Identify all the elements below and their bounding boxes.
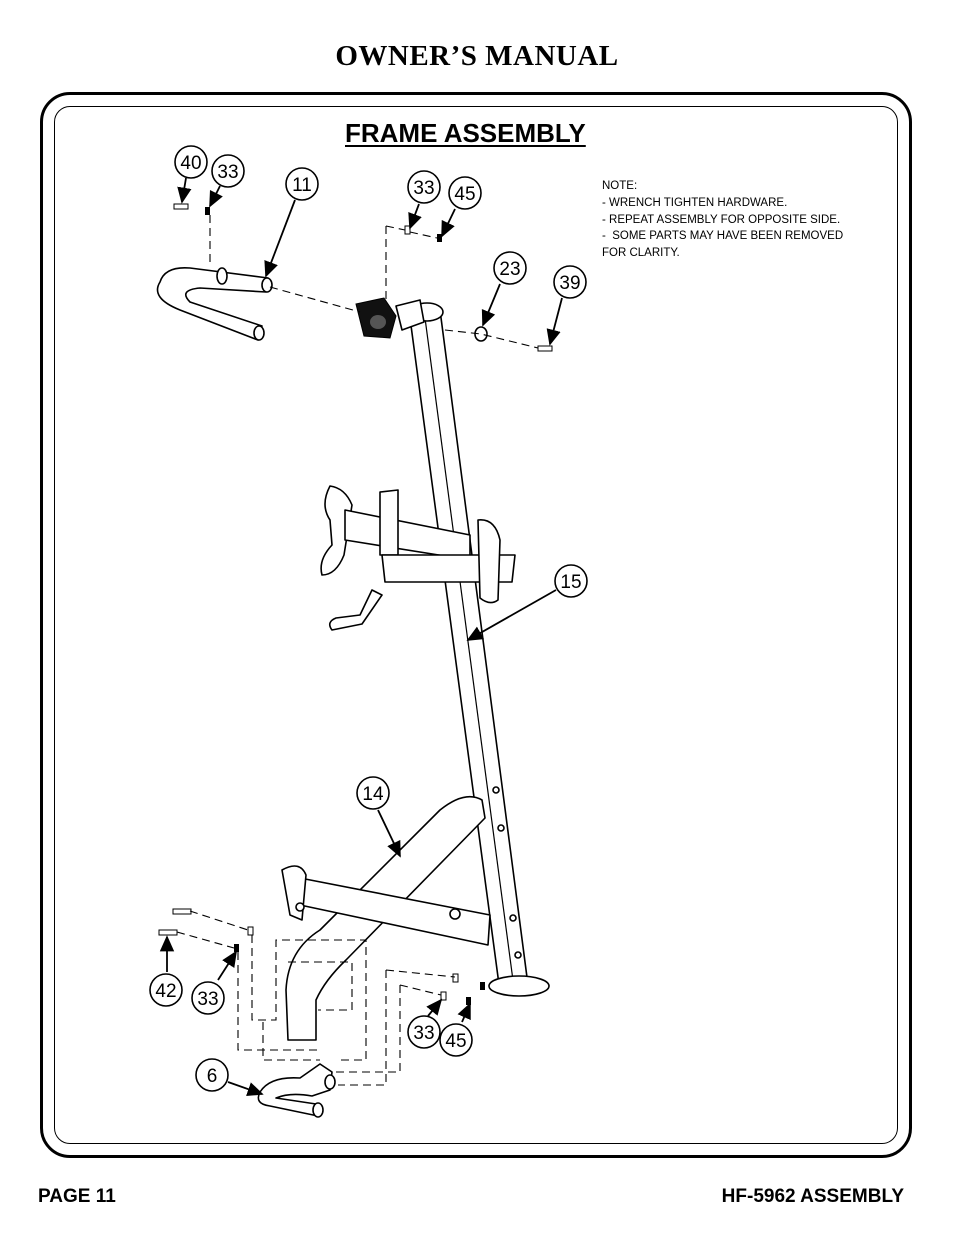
callout-14: 14 [356,776,390,810]
assembly-guide-lines [176,215,539,1086]
assembly-notes: NOTE: - WRENCH TIGHTEN HARDWARE. - REPEA… [602,178,843,262]
callout-40: 40 [174,145,208,179]
callout-33: 33 [407,170,441,204]
callout-42: 42 [149,973,183,1007]
callout-33: 33 [211,154,245,188]
svg-text:39: 39 [559,273,580,294]
note-line: - REPEAT ASSEMBLY FOR OPPOSITE SIDE. [602,213,841,226]
note-line: - WRENCH TIGHTEN HARDWARE. [602,196,788,209]
top-handle-part [156,266,273,341]
svg-text:11: 11 [292,175,312,196]
callout-39: 39 [553,265,587,299]
svg-text:23: 23 [499,259,520,280]
pivot-block-part [355,297,425,339]
note-line: - SOME PARTS MAY HAVE BEEN REMOVED [602,230,844,243]
callout-33: 33 [407,1015,441,1049]
svg-text:33: 33 [197,989,218,1010]
svg-text:15: 15 [560,572,581,593]
page-number: PAGE 11 [38,1186,116,1207]
svg-text:45: 45 [454,184,475,205]
svg-text:33: 33 [217,162,238,183]
svg-text:6: 6 [207,1066,218,1087]
manual-title: OWNER’S MANUAL [335,40,619,72]
bottom-handle-part [257,1063,336,1118]
svg-text:45: 45 [445,1031,466,1052]
upright-frame-part [409,302,550,997]
svg-text:42: 42 [155,981,176,1002]
inner-frame [54,106,898,1144]
note-line: FOR CLARITY. [602,247,680,260]
svg-text:33: 33 [413,1023,434,1044]
callout-33: 33 [191,981,225,1015]
callout-leaders [159,177,563,1096]
section-title: FRAME ASSEMBLY [345,118,586,148]
note-line: NOTE: [602,180,638,192]
callout-45: 45 [439,1023,473,1057]
outer-frame [40,92,912,1158]
callout-45: 45 [448,176,482,210]
callout-6: 6 [195,1058,229,1092]
callout-11: 11 [285,167,319,201]
lower-bar-part [281,795,491,1041]
svg-text:40: 40 [180,153,201,174]
callout-23: 23 [493,251,527,285]
svg-text:33: 33 [413,178,434,199]
center-bracket-part [320,485,516,631]
model-assembly-label: HF-5962 ASSEMBLY [721,1186,904,1207]
svg-text:14: 14 [362,784,384,805]
hardware-parts [158,203,553,1005]
callout-15: 15 [554,564,588,598]
